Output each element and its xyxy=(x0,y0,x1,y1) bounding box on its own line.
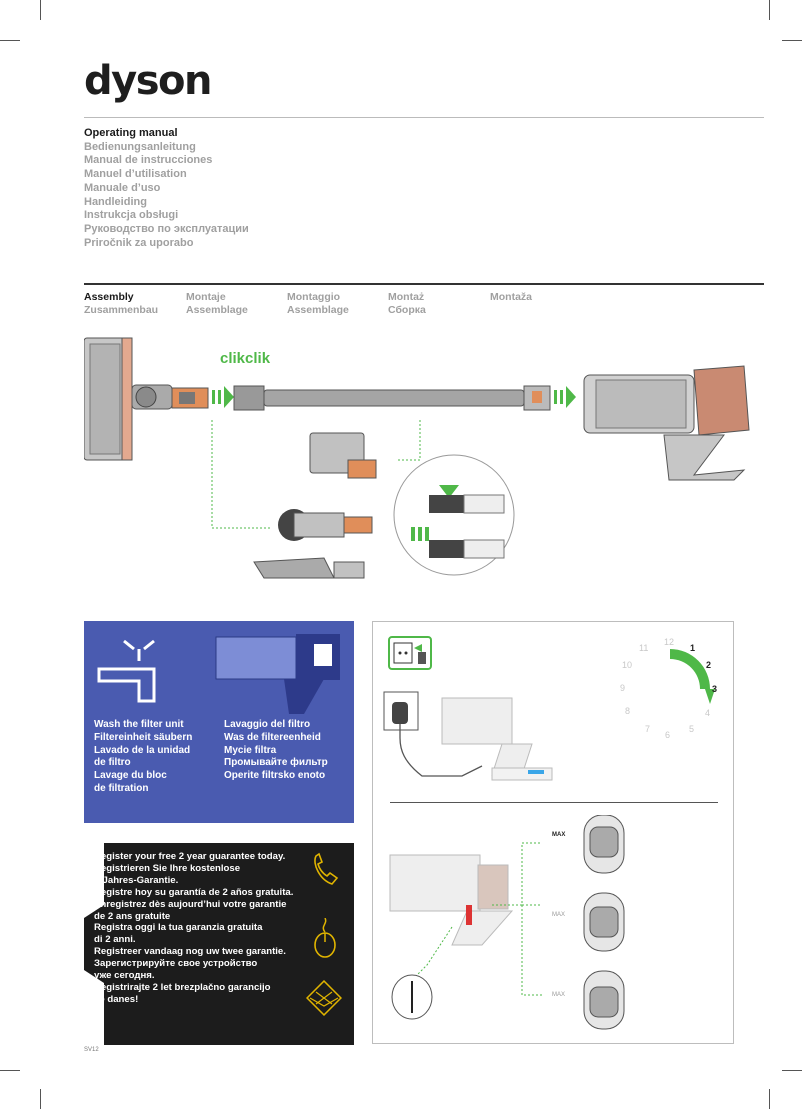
dyson-logo: dyson xyxy=(84,58,212,104)
model-code: SV12 xyxy=(84,1047,99,1053)
mode-max-label: MAX xyxy=(552,832,566,838)
manual-title: Руководство по эксплуатации xyxy=(84,222,249,235)
assembly-label: Montaža xyxy=(490,291,532,303)
clock-number: 8 xyxy=(625,706,631,716)
charging-panel xyxy=(372,621,734,1044)
assembly-heading-col4: Montaż Сборка xyxy=(388,291,426,317)
power-modes-image xyxy=(389,815,625,1030)
charging-image xyxy=(383,691,553,781)
registration-line: Register your free 2 year guarantee toda… xyxy=(94,851,286,862)
clock-number: 3 xyxy=(712,684,718,694)
assembly-heading-col3: Montaggio Assemblage xyxy=(287,291,349,317)
clock-number: 2 xyxy=(706,660,712,670)
clock-number: 11 xyxy=(639,643,649,653)
mail-icon xyxy=(306,980,342,1016)
manual-title: Bedienungsanleitung xyxy=(84,140,196,153)
mode-med-label: MAX xyxy=(552,912,566,918)
assembly-heading-col5: Montaža xyxy=(490,291,532,304)
filter-wash-text: Lavaggio del filtro xyxy=(224,719,311,730)
assembly-label: Assembly xyxy=(84,291,134,303)
section-divider xyxy=(84,283,764,285)
assembly-label: Assemblage xyxy=(186,304,248,316)
registration-line: 2-Jahres-Garantie. xyxy=(94,874,179,886)
registration-line: Registreer vandaag nog uw twee garantie. xyxy=(94,946,286,958)
phone-icon xyxy=(314,852,339,885)
registration-line: de 2 ans gratuite xyxy=(94,910,171,922)
assembly-illustration xyxy=(84,337,750,579)
registration-line: Enregistrez dès aujourd’hui votre garant… xyxy=(94,898,287,910)
mouse-icon xyxy=(314,918,336,958)
registration-line: Registrieren Sie Ihre kostenlose xyxy=(94,862,241,874)
assembly-label: Сборка xyxy=(388,304,426,316)
filter-wash-right: Lavaggio del filtro Was de filtereenheid… xyxy=(224,719,328,783)
filter-wash-text: Lavage du bloc xyxy=(94,770,167,782)
tap-icon xyxy=(97,639,156,703)
registration-line: уже сегодня. xyxy=(94,970,155,982)
filter-wash-text: Operite filtrsko enoto xyxy=(224,770,326,782)
filter-wash-text: Mycie filtra xyxy=(224,744,277,756)
filter-wash-text: Wash the filter unit xyxy=(94,719,184,730)
manual-titles: Operating manual Bedienungsanleitung Man… xyxy=(84,127,249,250)
registration-line: Зарегистрируйте свое устройство xyxy=(94,958,258,970)
filter-wash-left: Wash the filter unit Filtereinheit säube… xyxy=(94,719,192,796)
assembly-label: Zusammenbau xyxy=(84,304,159,316)
charge-clock xyxy=(670,649,715,704)
registration-line: Registrirajte 2 let brezplačno garancijo xyxy=(94,981,271,993)
clock-number: 1 xyxy=(690,643,696,653)
manual-title: Manuel d’utilisation xyxy=(84,168,187,181)
clock-number: 10 xyxy=(622,660,633,670)
assembly-label: Montaggio xyxy=(287,291,341,303)
filter-wash-text: de filtration xyxy=(94,782,149,794)
filter-wash-text: Was de filtereenheid xyxy=(224,731,321,743)
clock-number: 7 xyxy=(645,724,651,734)
clock-number: 6 xyxy=(665,730,671,740)
plug-icon xyxy=(388,636,432,670)
clock-number: 9 xyxy=(620,683,626,693)
registration-text: Register your free 2 year guarantee toda… xyxy=(94,851,334,1006)
click-label: clikclik xyxy=(220,350,271,367)
mode-eco-label: MAX xyxy=(552,992,566,998)
manual-title: Manuale d’uso xyxy=(84,181,161,194)
filter-wash-text: Filtereinheit säubern xyxy=(94,731,193,743)
clock-number: 12 xyxy=(664,637,675,647)
assembly-heading-col1: Assembly Zusammenbau xyxy=(84,291,158,317)
filter-wash-panel: Wash the filter unit Filtereinheit säube… xyxy=(84,621,354,823)
registration-line: di 2 anni. xyxy=(94,934,136,946)
manual-title: Operating manual xyxy=(84,127,178,139)
filter-wash-text: Промывайте фильтр xyxy=(224,757,328,769)
clock-number: 4 xyxy=(705,708,711,718)
assembly-label: Montaje xyxy=(186,291,226,303)
panel-divider xyxy=(390,802,718,803)
registration-line: še danes! xyxy=(94,993,139,1005)
manual-title: Handleiding xyxy=(84,195,147,208)
filter-wash-text: de filtro xyxy=(94,757,131,769)
manual-title: Priročnik za uporabo xyxy=(84,236,194,249)
assembly-label: Assemblage xyxy=(287,304,349,316)
registration-line: Registra oggi la tua garanzia gratuita xyxy=(94,922,263,934)
header-divider xyxy=(84,117,764,118)
charge-duration: 3.5 hrs xyxy=(646,681,685,695)
assembly-heading-col2: Montaje Assemblage xyxy=(186,291,248,317)
clock-number: 5 xyxy=(689,724,695,734)
filter-wash-text: Lavado de la unidad xyxy=(94,744,191,756)
manual-title: Manual de instrucciones xyxy=(84,154,213,167)
manual-title: Instrukcja obsługi xyxy=(84,209,179,222)
registration-panel-bg xyxy=(84,843,354,1045)
filter-unit-image xyxy=(215,634,340,714)
registration-line: Registre hoy su garantía de 2 años gratu… xyxy=(94,886,294,898)
assembly-label: Montaż xyxy=(388,291,425,303)
